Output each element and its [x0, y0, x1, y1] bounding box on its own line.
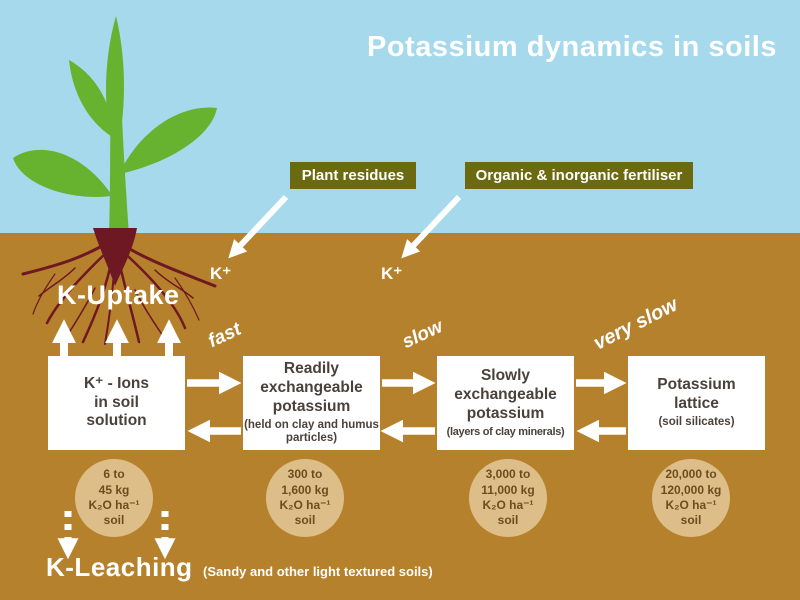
- pool-line: potassium: [272, 398, 351, 416]
- amount-line: K₂O ha⁻¹: [279, 498, 331, 512]
- amount-circle-soil-solution: 6 to 45 kg K₂O ha⁻¹ soil: [75, 459, 153, 537]
- pool-line: Slowly: [480, 367, 531, 385]
- k-input-label-left: K⁺: [210, 264, 232, 283]
- amount-line: soil: [294, 513, 316, 528]
- k-uptake-label: K-Uptake: [57, 280, 180, 310]
- amount-line: K₂O ha⁻¹: [88, 498, 140, 512]
- pool-line: K⁺ - Ions: [83, 374, 149, 392]
- amount-line: 11,000 kg: [481, 482, 535, 497]
- amount-line: 120,000 kg: [660, 482, 722, 497]
- pool-line: solution: [86, 412, 147, 430]
- pool-line: Readily: [283, 360, 340, 378]
- amount-circle-potassium-lattice: 20,000 to 120,000 kg K₂O ha⁻¹ soil: [652, 459, 730, 537]
- amount-circle-readily-exchangeable: 300 to 1,600 kg K₂O ha⁻¹ soil: [266, 459, 344, 537]
- amount-line: 45 kg: [98, 482, 130, 497]
- pool-box-slowly-exchangeable: Slowly exchangeable potassium (layers of…: [437, 356, 574, 450]
- pool-note: (held on clay and humus particles): [244, 419, 379, 445]
- amount-line: 1,600 kg: [281, 482, 329, 497]
- amount-line: soil: [680, 513, 702, 528]
- pool-box-readily-exchangeable: Readily exchangeable potassium (held on …: [243, 356, 380, 450]
- amount-line: soil: [497, 513, 519, 528]
- pool-line: potassium: [466, 405, 545, 423]
- page-title: Potassium dynamics in soils: [367, 31, 777, 63]
- pool-line: exchangeable: [454, 386, 557, 404]
- pool-line: Potassium: [657, 376, 736, 394]
- pool-line: exchangeable: [260, 379, 363, 397]
- pool-box-potassium-lattice: Potassium lattice (soil silicates): [628, 356, 765, 450]
- amount-line: soil: [103, 513, 125, 528]
- pool-box-soil-solution: K⁺ - Ions in soil solution: [48, 356, 185, 450]
- k-leaching-note: (Sandy and other light textured soils): [203, 564, 433, 579]
- pool-note: (soil silicates): [658, 416, 735, 429]
- amount-circle-slowly-exchangeable: 3,000 to 11,000 kg K₂O ha⁻¹ soil: [469, 459, 547, 537]
- amount-line: K₂O ha⁻¹: [665, 498, 717, 512]
- k-input-label-right: K⁺: [381, 264, 403, 283]
- amount-line: 6 to: [103, 467, 125, 482]
- amount-line: 20,000 to: [665, 467, 717, 482]
- amount-line: 300 to: [287, 467, 323, 482]
- amount-line: K₂O ha⁻¹: [482, 498, 534, 512]
- k-leaching-label: K-Leaching (Sandy and other light textur…: [46, 552, 433, 583]
- k-leaching-title: K-Leaching: [46, 552, 193, 582]
- pool-line: in soil: [94, 393, 139, 411]
- pool-line: lattice: [674, 395, 719, 413]
- pool-note: (layers of clay minerals): [446, 426, 565, 439]
- amount-line: 3,000 to: [485, 467, 531, 482]
- source-box-fertiliser: Organic & inorganic fertiliser: [465, 162, 693, 189]
- source-box-plant-residues: Plant residues: [290, 162, 416, 189]
